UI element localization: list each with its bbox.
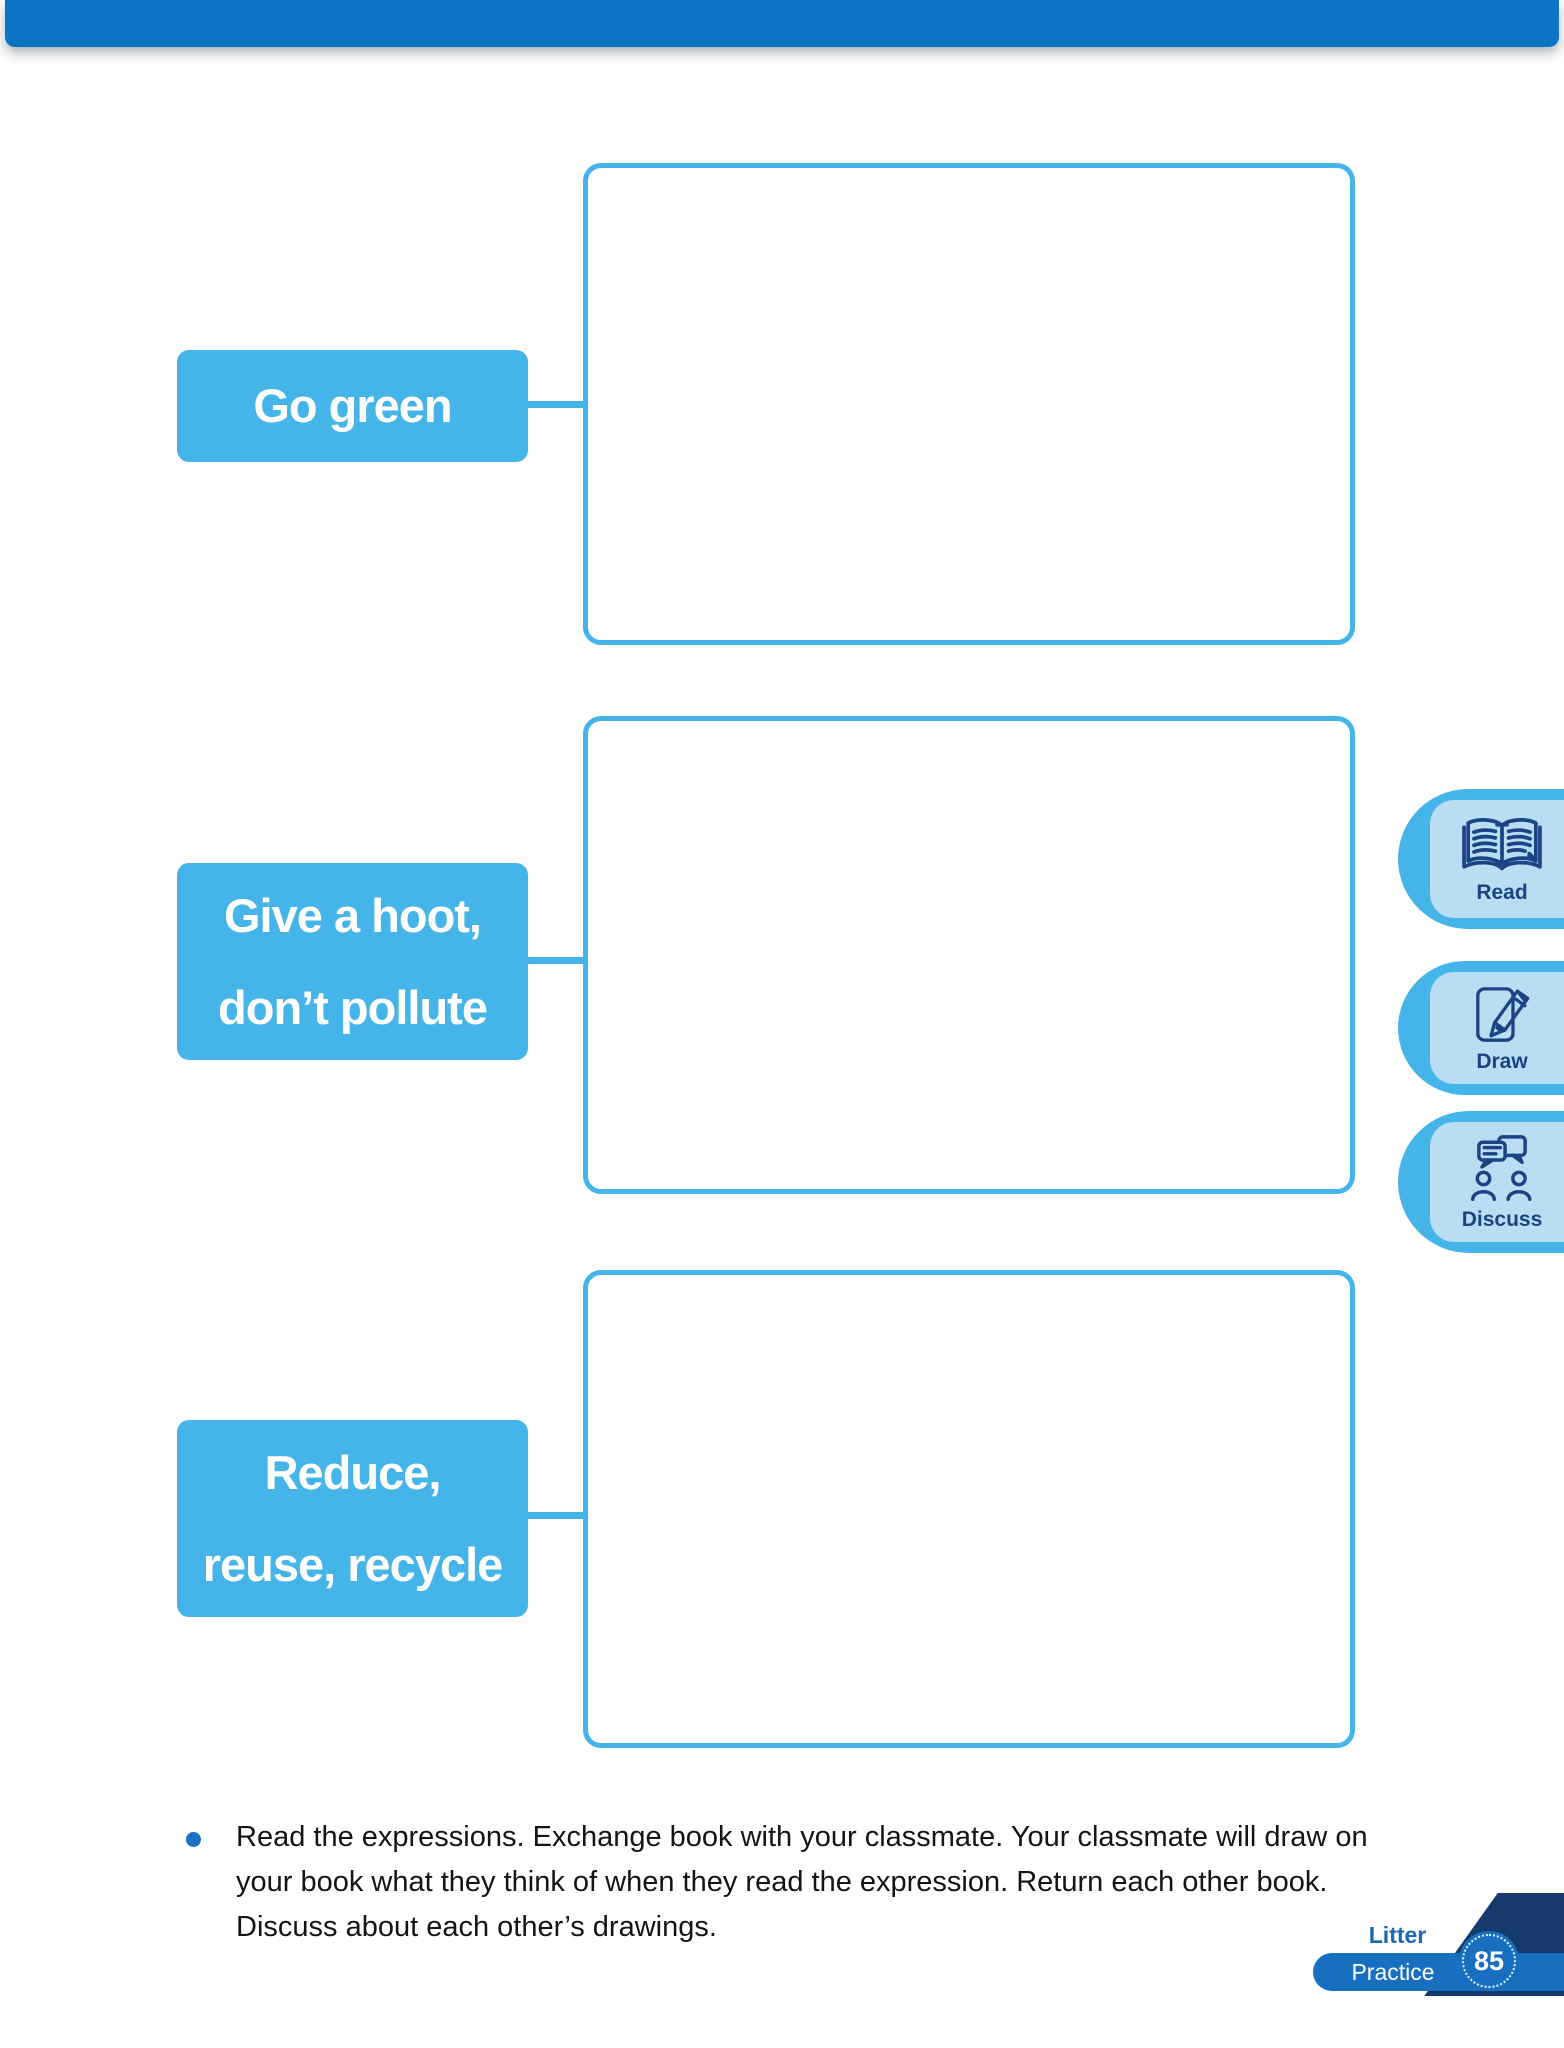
bullet-point — [186, 1832, 201, 1847]
badge-read-label: Read — [1476, 880, 1528, 904]
drawing-box-reduce-reuse-recycle[interactable] — [583, 1270, 1355, 1748]
page-number: 85 — [1473, 1945, 1505, 1976]
practice-ribbon-label: Practice — [1351, 1959, 1435, 1985]
badge-discuss-panel: Discuss — [1430, 1122, 1564, 1242]
pencil-paper-icon — [1476, 986, 1530, 1042]
tag-text: Reduce, — [264, 1445, 442, 1499]
badge-read: Read — [1398, 789, 1564, 929]
drawing-box-go-green[interactable] — [583, 163, 1355, 645]
badge-draw-panel: Draw — [1430, 972, 1564, 1084]
badge-discuss-label: Discuss — [1461, 1207, 1543, 1231]
unit-label: Litter — [1368, 1922, 1427, 1948]
tag-text: don’t pollute — [218, 980, 488, 1034]
tag-text: Go green — [253, 379, 452, 432]
discussion-icon — [1470, 1134, 1532, 1201]
tag-text: reuse, recycle — [202, 1537, 504, 1591]
expression-tag-reduce-reuse-recycle: Reduce, reuse, recycle — [177, 1420, 528, 1617]
badge-draw-label: Draw — [1476, 1049, 1528, 1073]
expression-tag-go-green: Go green — [177, 350, 528, 462]
tag-text: Give a hoot, — [224, 888, 482, 942]
instruction-text: Read the expressions. Exchange book with… — [236, 1821, 1368, 1943]
badge-read-panel: Read — [1430, 800, 1564, 918]
open-book-icon — [1462, 817, 1542, 870]
page-number-badge: 85 — [1459, 1931, 1519, 1991]
drawing-box-give-a-hoot[interactable] — [583, 716, 1355, 1194]
badge-discuss: Discuss — [1398, 1111, 1564, 1253]
expression-tag-give-a-hoot: Give a hoot, don’t pollute — [177, 863, 528, 1060]
connector-line — [524, 401, 586, 408]
badge-draw: Draw — [1398, 961, 1564, 1095]
top-header-bar — [5, 0, 1559, 47]
connector-line — [527, 1512, 587, 1519]
connector-line — [525, 957, 587, 964]
practice-ribbon: Practice — [1313, 1953, 1564, 1991]
